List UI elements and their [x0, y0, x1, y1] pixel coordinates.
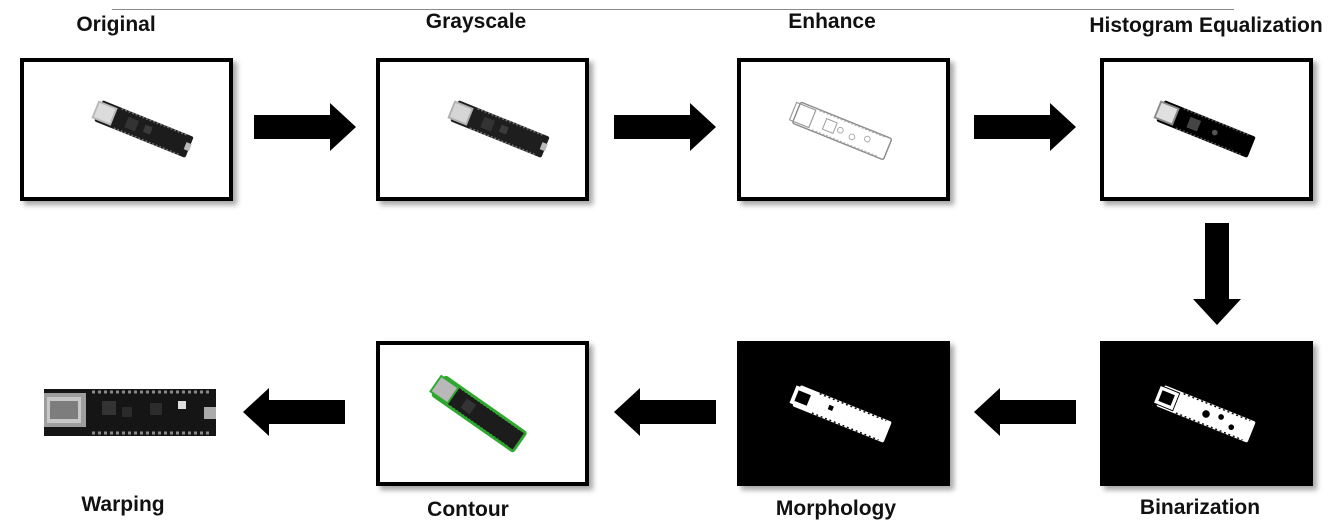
label-histogram-equalization: Histogram Equalization: [1089, 14, 1323, 37]
arrow-right-1-icon: [254, 103, 356, 151]
arrow-right-3-icon: [974, 103, 1076, 151]
image-grayscale: [376, 58, 589, 201]
arrow-down-icon: [1193, 223, 1241, 325]
image-binarization: [1100, 341, 1313, 486]
image-contour: [376, 341, 589, 486]
label-morphology: Morphology: [775, 497, 897, 520]
label-binarization: Binarization: [1139, 496, 1261, 519]
label-enhance: Enhance: [788, 10, 876, 33]
image-warping: [44, 389, 216, 436]
image-histogram-equalization: [1100, 58, 1313, 201]
image-morphology: [737, 341, 950, 486]
label-original: Original: [76, 13, 156, 36]
arrow-left-2-icon: [614, 388, 716, 436]
image-enhance: [737, 58, 950, 201]
arrow-left-1-icon: [974, 388, 1076, 436]
label-warping: Warping: [81, 493, 165, 516]
arrow-left-3-icon: [243, 388, 345, 436]
arrow-right-2-icon: [614, 103, 716, 151]
label-grayscale: Grayscale: [425, 10, 527, 33]
image-original: [20, 58, 233, 201]
label-contour: Contour: [427, 498, 509, 521]
top-divider-line: [112, 9, 1234, 10]
